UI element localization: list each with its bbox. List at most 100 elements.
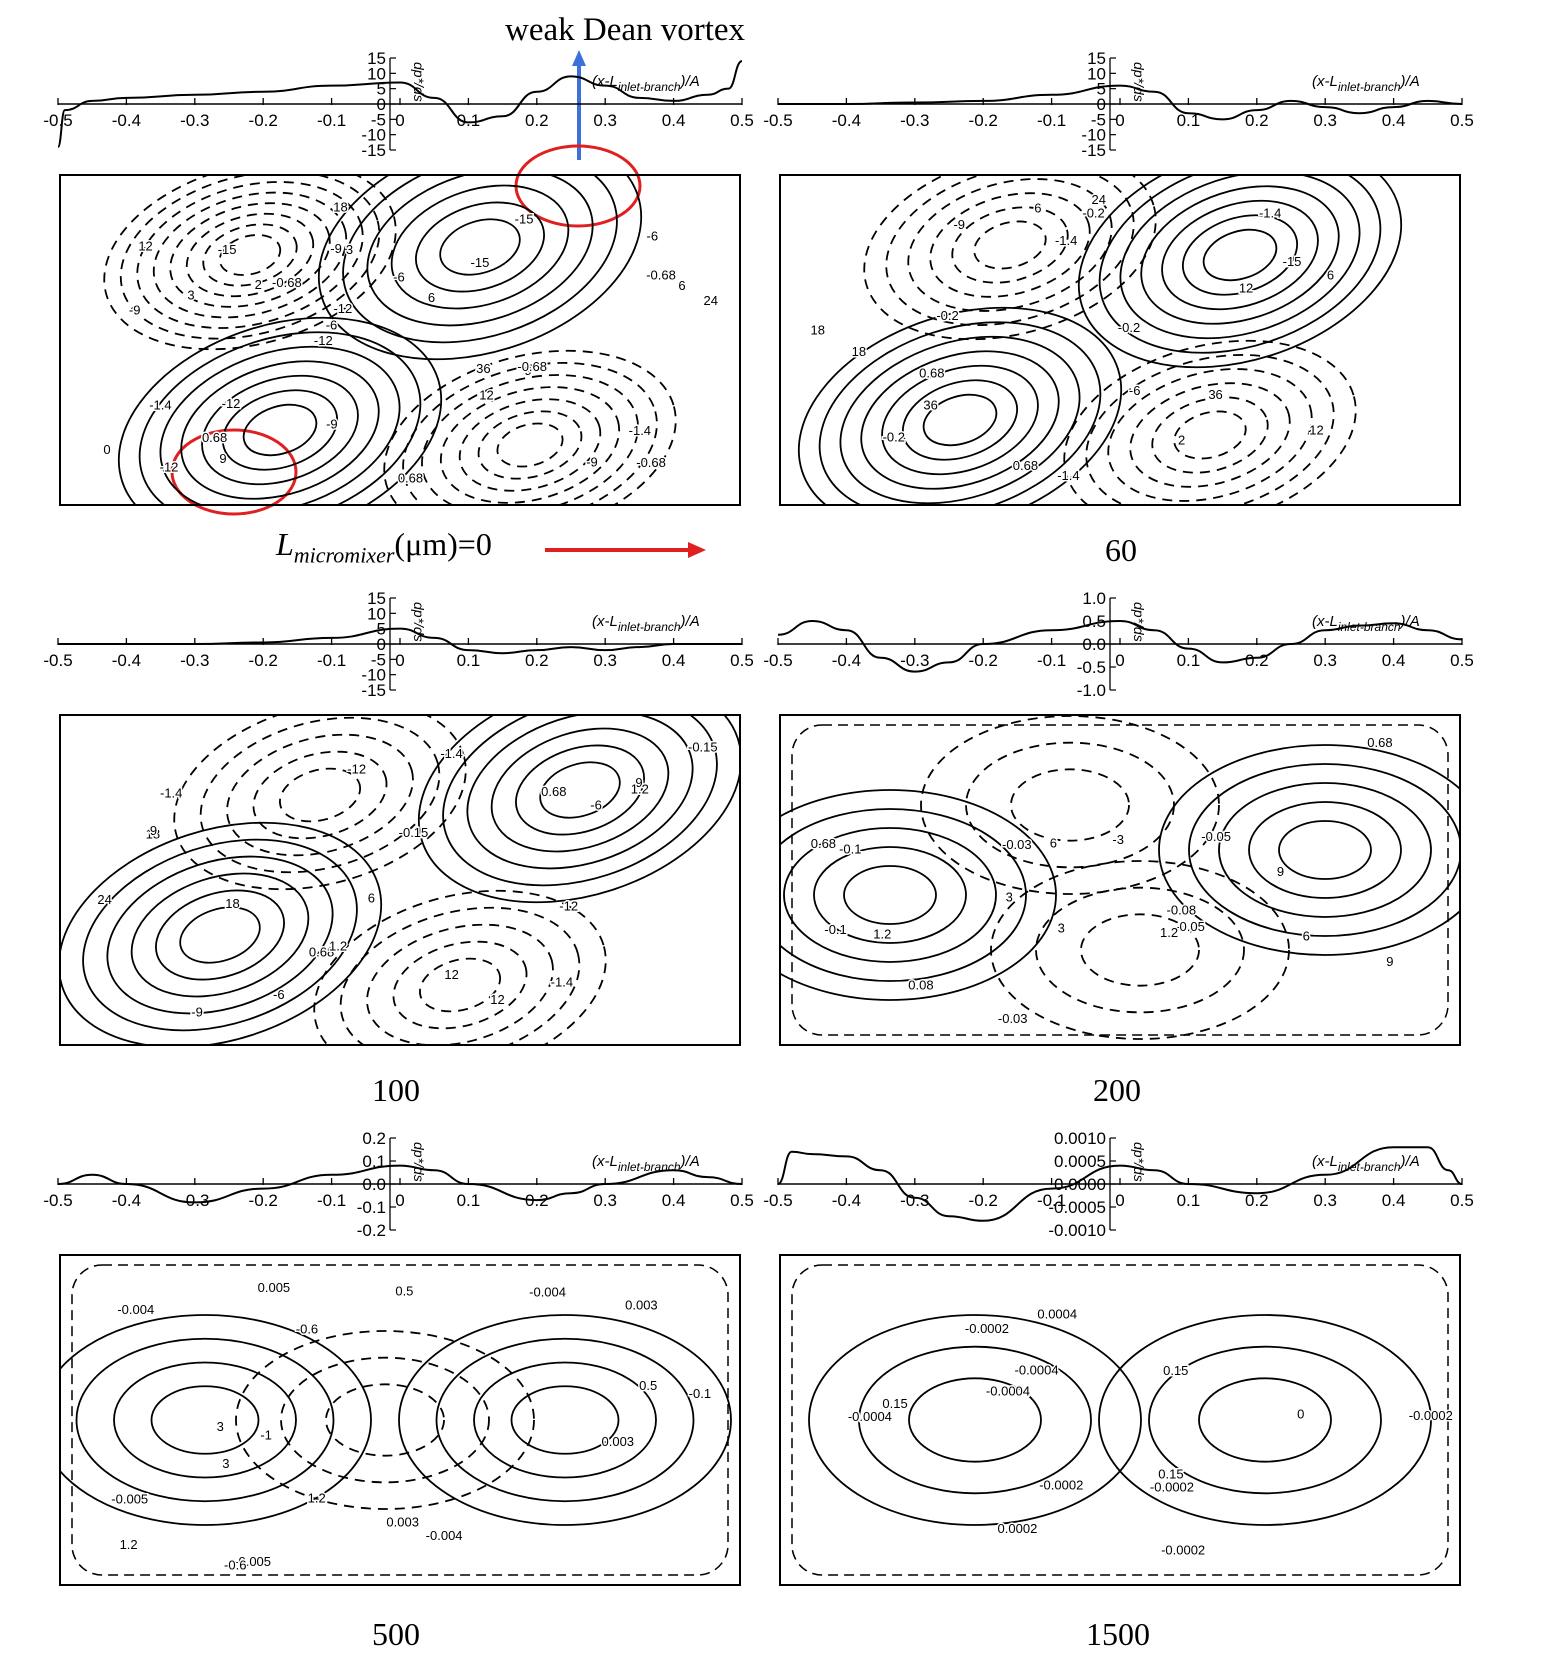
solid-contour — [473, 1361, 657, 1479]
contour-lines — [60, 715, 740, 1045]
dashed-contour — [951, 206, 1069, 284]
contour-label: -9 — [330, 241, 342, 256]
contour-label: -9 — [953, 217, 965, 232]
contour-label: 12 — [444, 967, 458, 982]
dashed-contour — [965, 741, 1175, 869]
x-tick-label: 0.4 — [662, 1191, 686, 1210]
contour-label: 0 — [1297, 1407, 1304, 1422]
x-tick-label: -0.4 — [112, 651, 141, 670]
contour-label: -1.4 — [551, 974, 573, 989]
wall-contour — [71, 1264, 729, 1576]
contour-frame — [59, 714, 741, 1046]
solid-contour — [130, 872, 310, 998]
dashed-contour — [339, 906, 581, 1045]
dashed-contour — [235, 1330, 535, 1510]
x-tick-label: 0.4 — [662, 651, 686, 670]
contour-label: 0.15 — [1158, 1466, 1183, 1481]
x-tick-label: 0.5 — [730, 651, 754, 670]
contour-label: 0.003 — [602, 1434, 635, 1449]
x-tick-label: -0.5 — [43, 1191, 72, 1210]
contour-label: -6 — [273, 987, 285, 1002]
contour-label: 18 — [225, 896, 239, 911]
x-tick-label: 0.3 — [1313, 111, 1337, 130]
dashed-contour — [199, 716, 441, 874]
solid-contour — [366, 175, 594, 327]
y-tick-label: 15 — [367, 49, 386, 68]
x-tick-label: -0.3 — [900, 111, 929, 130]
dashed-contour — [103, 175, 397, 351]
x-tick-label: 0.3 — [593, 1191, 617, 1210]
contour-label: -0.6 — [296, 1322, 318, 1337]
contour-label: 2 — [924, 397, 931, 412]
contour-label: -0.1 — [824, 922, 846, 937]
contour-label: -6 — [647, 228, 659, 243]
solid-contour — [466, 715, 694, 870]
contour-label: -9 — [586, 454, 598, 469]
contour-label: 0.0002 — [998, 1521, 1038, 1536]
x-tick-label: -0.5 — [763, 651, 792, 670]
dashed-contour — [863, 175, 1157, 341]
contour-label: 3 — [217, 1419, 224, 1434]
contour-label: 3 — [1006, 889, 1013, 904]
contour-label: 9 — [150, 823, 157, 838]
solid-contour — [908, 1377, 1042, 1463]
x-tick-label: -0.1 — [1037, 651, 1066, 670]
contour-label: 9 — [1386, 954, 1393, 969]
contour-label: -12 — [160, 459, 179, 474]
x-axis-label: (x-Linlet-branch)/A — [592, 73, 700, 94]
y-axis-label: dp*/ds — [411, 62, 427, 102]
dashed-contour — [252, 750, 388, 840]
solid-contour — [155, 889, 285, 981]
contour-label: 1.2 — [873, 927, 891, 942]
streamline-contour-1: -0.2-1.4-9-15-6-0.20.682612182436-0.2-1.… — [779, 174, 1461, 506]
solid-contour — [1181, 214, 1299, 296]
y-tick-label: 15 — [367, 589, 386, 608]
contour-label: -0.005 — [234, 1554, 271, 1569]
contour-label: 9 — [635, 775, 642, 790]
dashed-contour — [325, 1383, 445, 1457]
solid-contour — [783, 827, 997, 963]
y-tick-label: -0.2 — [357, 1221, 386, 1240]
x-axis-label: (x-Linlet-branch)/A — [1312, 1153, 1420, 1174]
contour-label: -15 — [1283, 254, 1302, 269]
dashed-contour — [907, 178, 1113, 312]
contour-label: -0.004 — [117, 1302, 154, 1317]
y-tick-label: 10 — [367, 604, 386, 623]
contour-label: 0.003 — [386, 1514, 419, 1529]
contour-label: -1.4 — [1055, 233, 1077, 248]
dashed-contour — [1085, 354, 1335, 505]
x-tick-label: 0.2 — [525, 111, 549, 130]
x-tick-label: -0.5 — [763, 111, 792, 130]
solid-contour — [82, 838, 358, 1032]
x-tick-label: -0.1 — [1037, 1191, 1066, 1210]
y-tick-label: 0.0005 — [1054, 1152, 1106, 1171]
red-right-arrow-head — [688, 542, 706, 558]
x-tick-label: -0.4 — [832, 1191, 861, 1210]
solid-contour — [398, 1314, 732, 1526]
contour-label: 6 — [428, 290, 435, 305]
contour-label: -0.0004 — [986, 1384, 1030, 1399]
solid-contour — [813, 846, 967, 944]
contour-label: 0.5 — [395, 1284, 413, 1299]
contour-label: -9 — [326, 417, 338, 432]
contour-label: -9 — [191, 1004, 203, 1019]
contour-label: -0.08 — [1167, 903, 1197, 918]
y-tick-label: 10 — [1087, 64, 1106, 83]
contour-label: -0.0002 — [965, 1321, 1009, 1336]
y-tick-label: -0.0005 — [1048, 1198, 1106, 1217]
solid-contour — [150, 1385, 260, 1455]
y-tick-label: -0.5 — [1077, 658, 1106, 677]
contour-label: 12 — [1309, 423, 1323, 438]
contour-label: -0.0004 — [1015, 1362, 1059, 1377]
contour-label: 0.15 — [882, 1396, 907, 1411]
contour-label: -0.0002 — [1161, 1543, 1205, 1558]
contour-frame — [59, 1254, 741, 1586]
contour-label: 0.5 — [639, 1378, 657, 1393]
solid-contour — [159, 345, 401, 505]
y-tick-label: -10 — [361, 126, 386, 145]
